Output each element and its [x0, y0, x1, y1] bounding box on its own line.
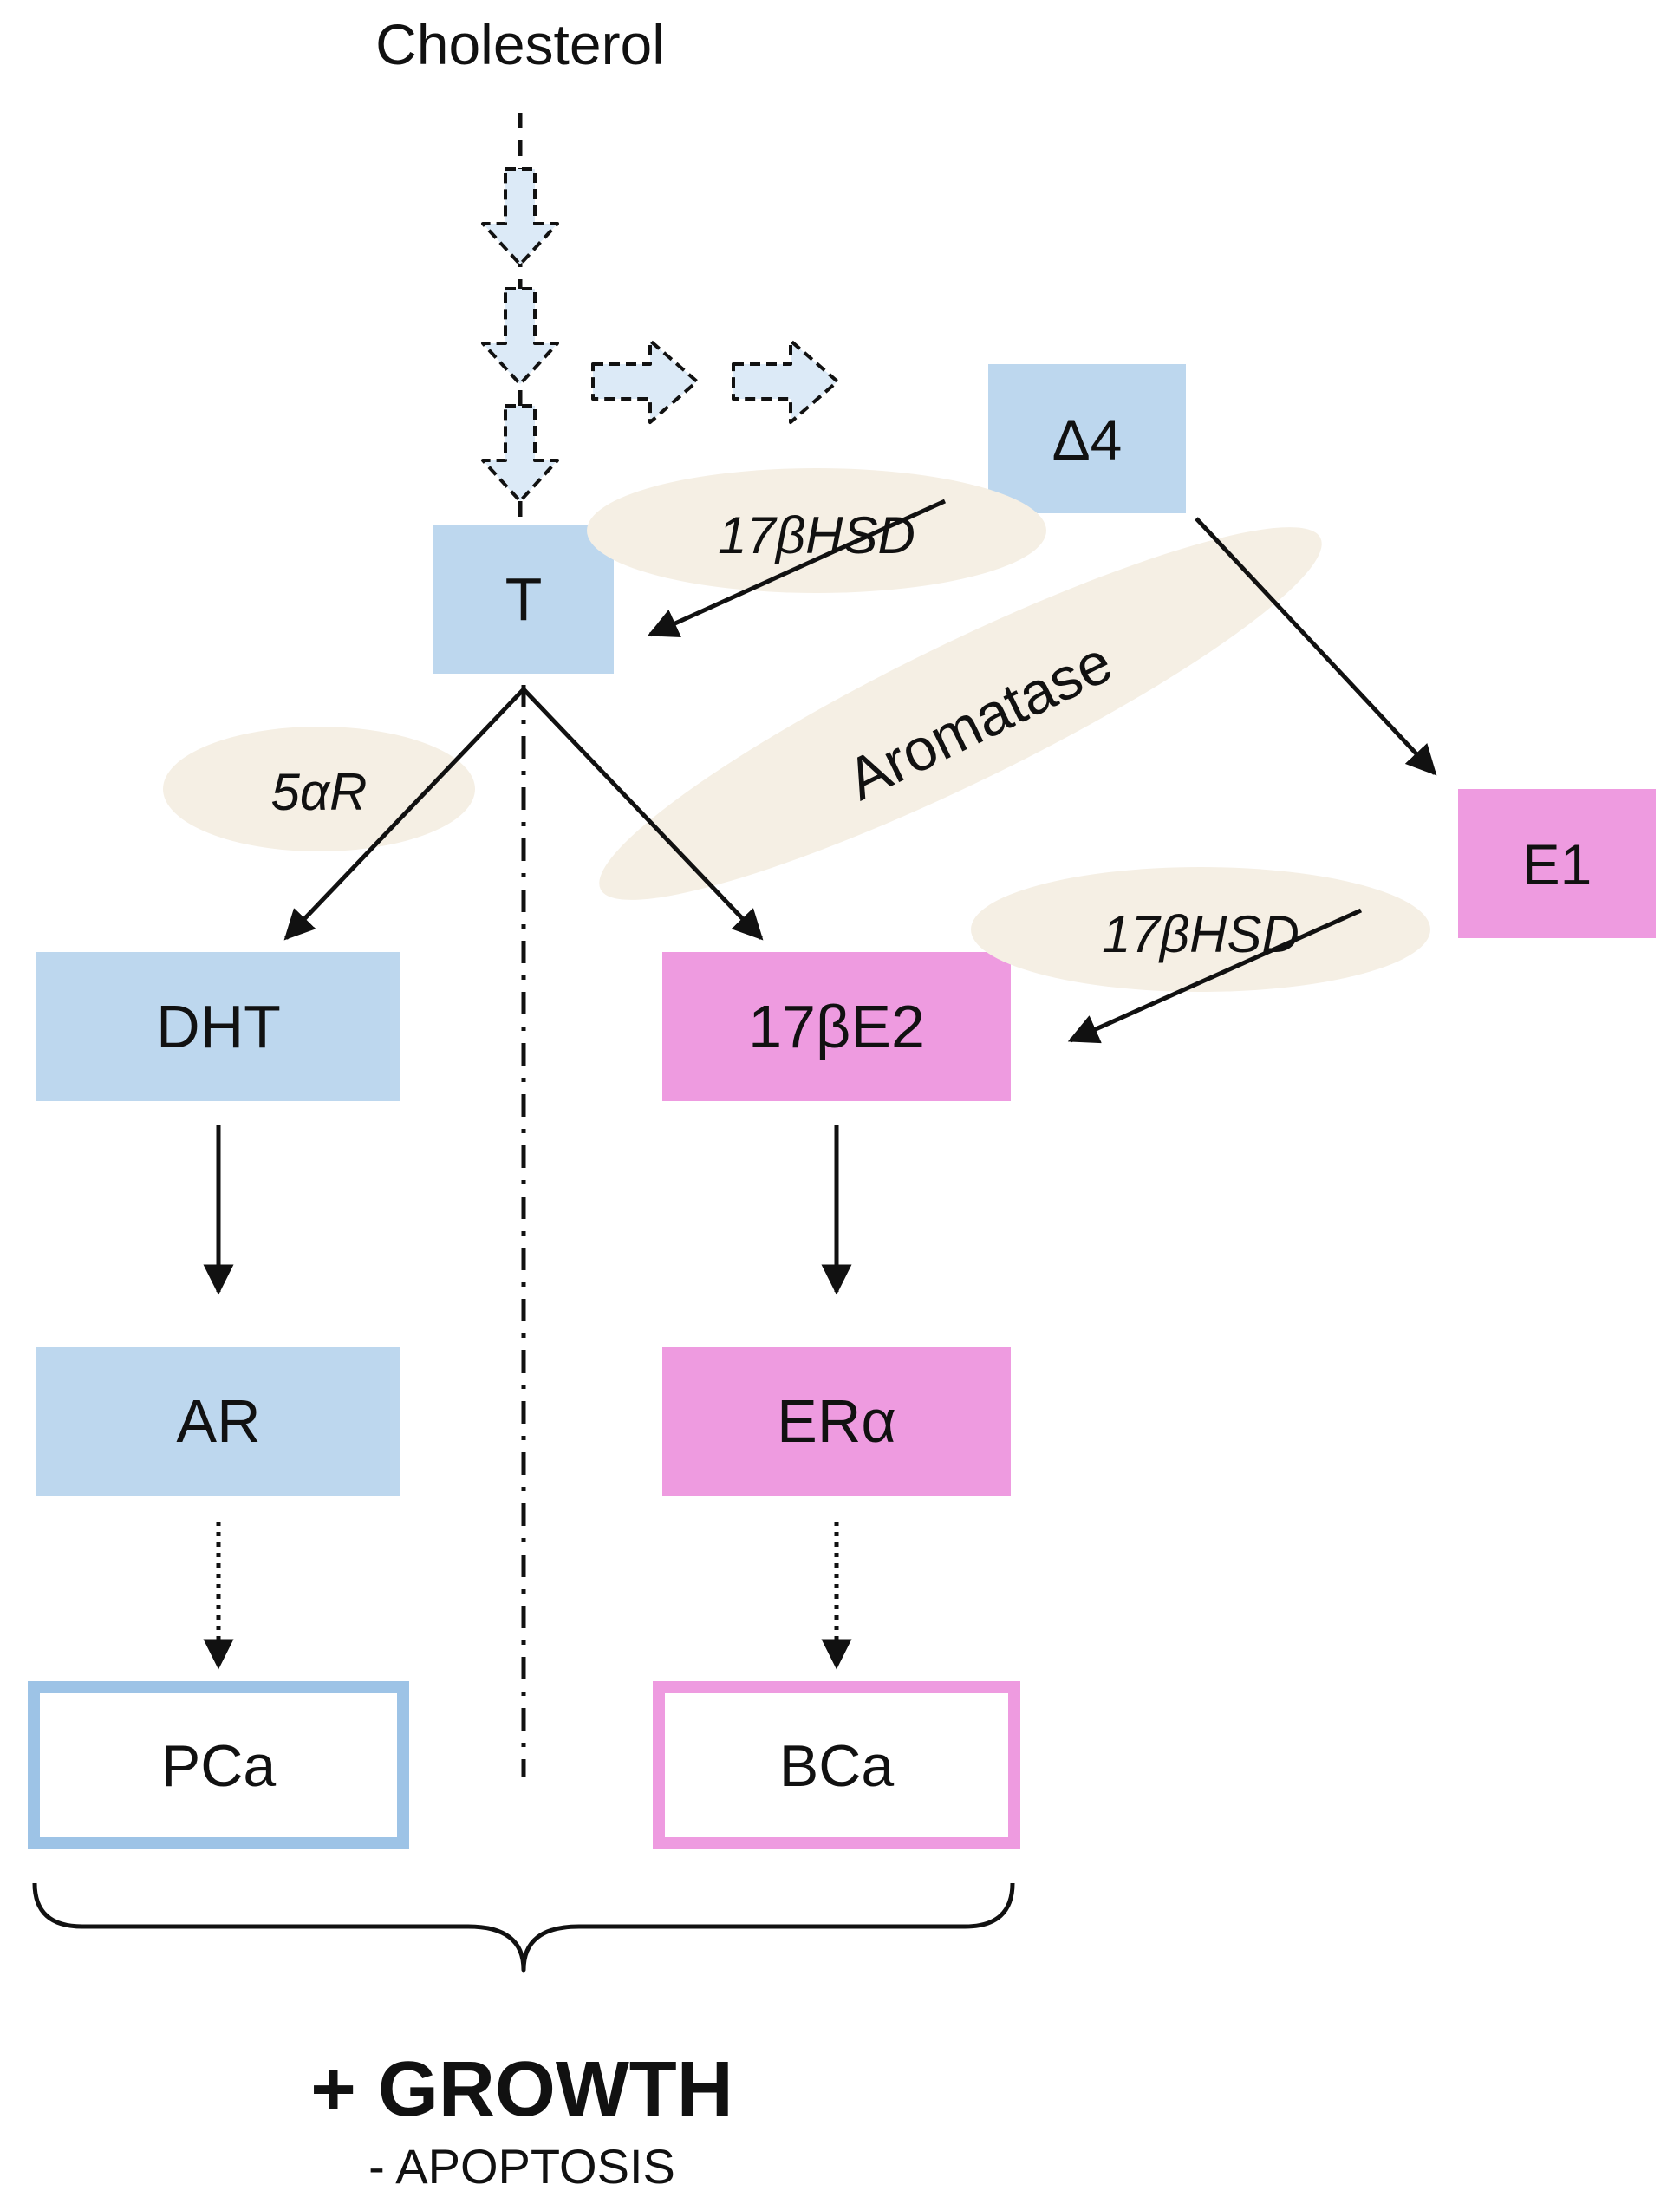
arrow-t-to-dht — [283, 688, 525, 941]
arrow-delta4-to-e1 — [1195, 517, 1437, 776]
apoptosis-label: - APOPTOSIS — [368, 2139, 675, 2194]
pca-box — [28, 1681, 409, 1849]
e2-label: 17βE2 — [748, 993, 925, 1060]
five-ar-label: 5αR — [271, 763, 368, 821]
delta4-label: Δ4 — [1052, 408, 1123, 472]
down-block-arrow-3 — [481, 404, 559, 503]
aromatase-ellipse — [599, 527, 1322, 900]
pca-label: PCa — [161, 1733, 276, 1799]
ar-box — [36, 1347, 400, 1496]
cholesterol-label: Cholesterol — [375, 12, 665, 76]
arrow-t-to-e2 — [522, 688, 764, 941]
growth-label: + GROWTH — [310, 2046, 733, 2133]
dht-box — [36, 952, 400, 1101]
bca-box — [653, 1681, 1020, 1849]
e1-label: E1 — [1522, 832, 1592, 897]
hsd-bottom-ellipse — [971, 867, 1430, 992]
arrow-e1-to-e2 — [1067, 908, 1363, 1044]
right-block-arrow-1 — [591, 339, 699, 424]
t-label: T — [505, 565, 543, 633]
hsd-bottom-label: 17βHSD — [1102, 905, 1299, 963]
hsd-top-label: 17βHSD — [718, 506, 915, 564]
ar-label: AR — [176, 1387, 260, 1455]
right-block-arrow-2 — [732, 339, 839, 424]
era-box — [662, 1347, 1011, 1496]
curly-brace — [32, 1882, 1015, 1973]
dht-label: DHT — [156, 993, 281, 1060]
t-box — [433, 525, 614, 674]
down-block-arrow-2 — [481, 287, 559, 386]
era-label: ERα — [777, 1387, 896, 1455]
bca-label: BCa — [779, 1733, 894, 1799]
delta4-box — [988, 364, 1186, 513]
e2-box — [662, 952, 1011, 1101]
arrow-delta4-to-t — [647, 499, 947, 637]
hsd-top-ellipse — [587, 468, 1046, 593]
down-block-arrow-1 — [481, 167, 559, 266]
e1-box — [1458, 789, 1656, 938]
